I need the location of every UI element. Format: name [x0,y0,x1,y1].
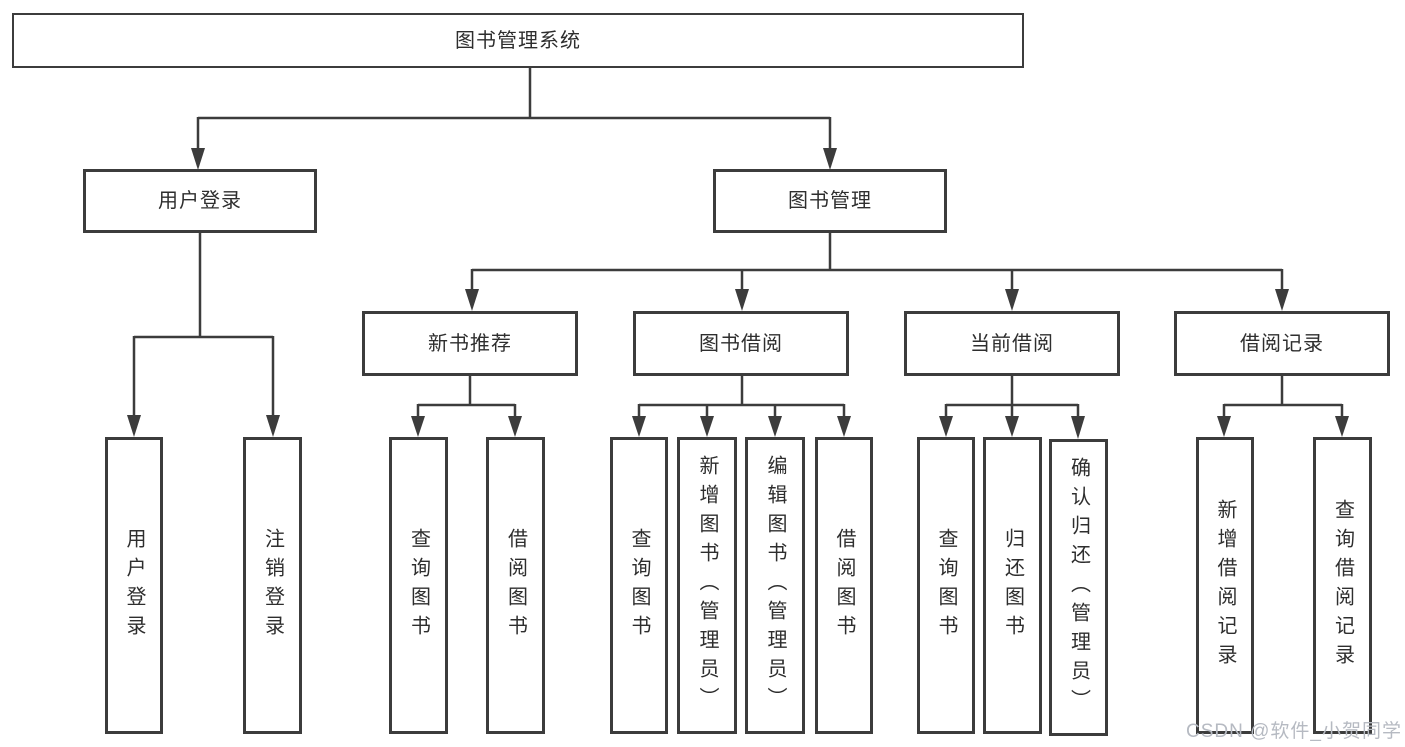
leaf-record-add-record: 新增借阅记录 [1196,437,1254,734]
node-new-book-recommend-label: 新书推荐 [428,332,512,355]
leaf-recommend-query-book-label: 查询图书 [407,527,430,644]
csdn-watermark: CSDN @软件_小贺同学 [1186,721,1402,742]
leaf-borrow-borrow-book: 借阅图书 [815,437,873,734]
leaf-borrow-edit-book-admin-label: 编辑图书（管理员） [764,455,786,716]
node-new-book-recommend: 新书推荐 [362,311,578,376]
node-current-borrow: 当前借阅 [904,311,1120,376]
node-user-login-label: 用户登录 [158,190,242,212]
leaf-user-login-label: 用户登录 [123,527,145,644]
node-book-borrow-label: 图书借阅 [699,332,783,355]
leaf-record-query-record: 查询借阅记录 [1313,437,1372,734]
node-book-management-label: 图书管理 [788,190,872,212]
leaf-user-login: 用户登录 [105,437,163,734]
leaf-recommend-borrow-book: 借阅图书 [486,437,545,734]
leaf-borrow-add-book-admin: 新增图书（管理员） [677,437,737,734]
leaf-logout: 注销登录 [243,437,302,734]
leaf-current-return-book: 归还图书 [983,437,1042,734]
leaf-current-query-book-label: 查询图书 [935,527,957,644]
leaf-current-confirm-return-admin: 确认归还（管理员） [1049,439,1108,736]
node-root-label: 图书管理系统 [455,29,581,52]
node-book-borrow: 图书借阅 [633,311,849,376]
node-root-system: 图书管理系统 [12,13,1024,68]
arrowheads [127,148,1349,439]
leaf-borrow-query-book-label: 查询图书 [628,527,650,644]
leaf-current-return-book-label: 归还图书 [1001,527,1024,644]
leaf-record-query-record-label: 查询借阅记录 [1331,498,1354,673]
node-borrow-record: 借阅记录 [1174,311,1390,376]
node-borrow-record-label: 借阅记录 [1240,332,1324,355]
leaf-borrow-borrow-book-label: 借阅图书 [833,527,855,644]
leaf-recommend-borrow-book-label: 借阅图书 [504,527,527,644]
leaf-borrow-query-book: 查询图书 [610,437,668,734]
leaf-borrow-edit-book-admin: 编辑图书（管理员） [745,437,805,734]
node-user-login: 用户登录 [83,169,317,233]
node-book-management: 图书管理 [713,169,947,233]
leaf-record-add-record-label: 新增借阅记录 [1214,498,1236,673]
leaf-borrow-add-book-admin-label: 新增图书（管理员） [696,455,718,716]
leaf-recommend-query-book: 查询图书 [389,437,448,734]
leaf-current-query-book: 查询图书 [917,437,975,734]
leaf-current-confirm-return-admin-label: 确认归还（管理员） [1067,457,1090,718]
node-current-borrow-label: 当前借阅 [970,332,1054,355]
leaf-logout-label: 注销登录 [261,527,284,644]
